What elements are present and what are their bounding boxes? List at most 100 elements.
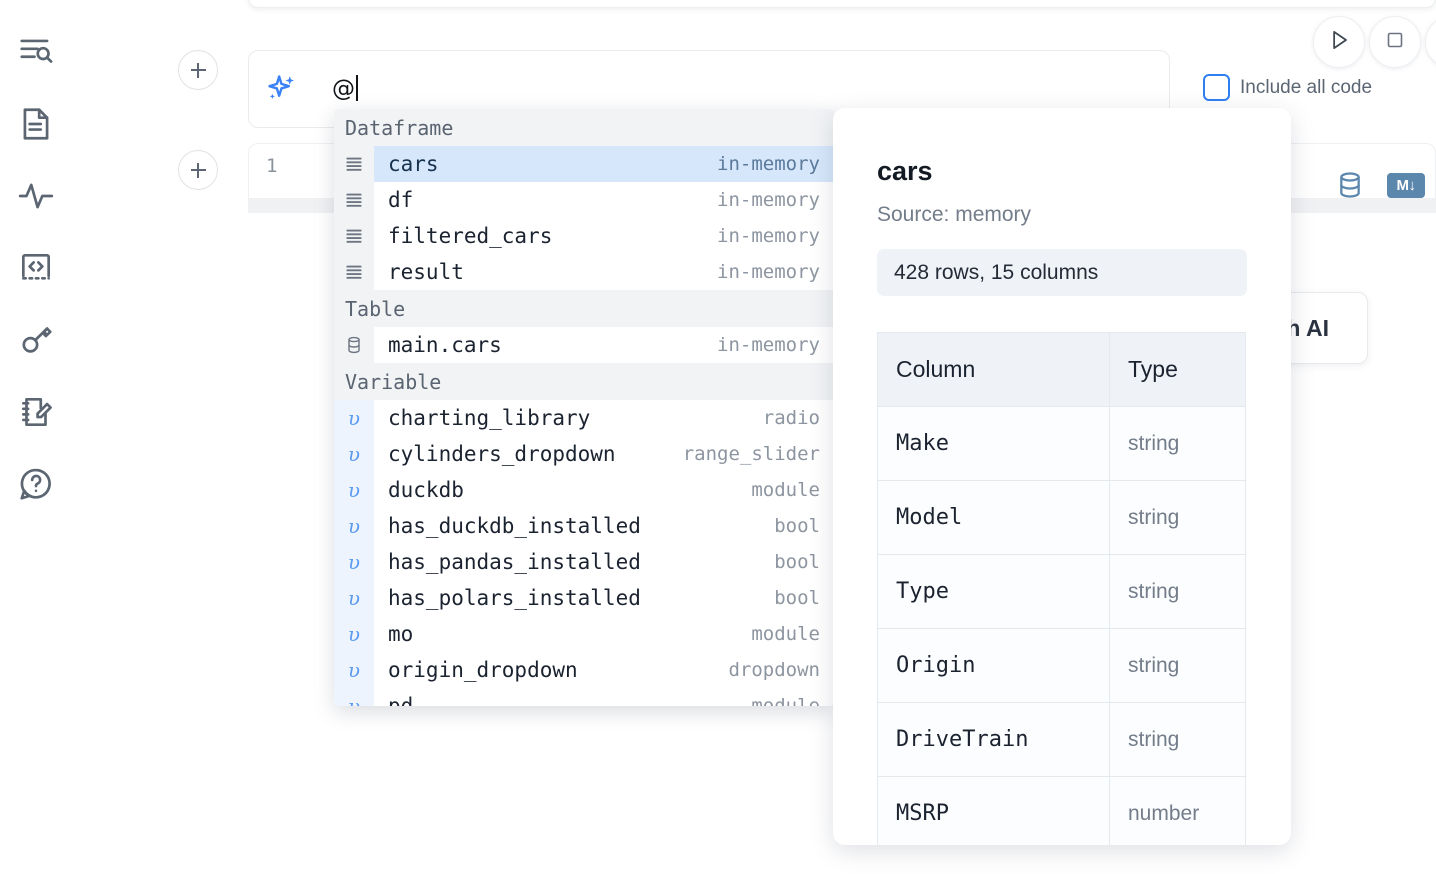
sidebar-item-secrets[interactable]: [0, 304, 72, 376]
autocomplete-item[interactable]: result in-memory: [334, 254, 834, 290]
schema-column-type: number: [1109, 776, 1246, 845]
include-all-code-checkbox[interactable]: [1203, 74, 1230, 101]
schema-column-name: Make: [877, 406, 1110, 481]
text-caret: [356, 75, 358, 101]
schema-column-name: DriveTrain: [877, 702, 1110, 777]
ai-prompt-input[interactable]: @: [332, 73, 358, 105]
dataframe-icon: [334, 254, 374, 290]
variable-icon: υ: [334, 400, 374, 436]
sidebar-item-activity[interactable]: [0, 160, 72, 232]
add-cell-above-button[interactable]: [178, 50, 218, 90]
variable-icon: υ: [334, 472, 374, 508]
autocomplete-item-type: range_slider: [682, 443, 820, 465]
autocomplete-item-name: pd: [388, 694, 414, 706]
dataframe-icon: [334, 146, 374, 182]
schema-column-name: Model: [877, 480, 1110, 555]
scratchpad-icon: [17, 393, 55, 431]
autocomplete-item-name: df: [388, 188, 414, 212]
sidebar-item-scratchpad[interactable]: [0, 376, 72, 448]
autocomplete-item-name: main.cars: [388, 333, 502, 357]
autocomplete-group-header: Variable: [334, 363, 834, 400]
previous-cell-panel: [248, 0, 1436, 8]
include-all-code-label: Include all code: [1240, 76, 1373, 98]
sidebar-item-code-snippets[interactable]: [0, 232, 72, 304]
add-cell-below-button[interactable]: [178, 150, 218, 190]
autocomplete-item-type: module: [751, 623, 820, 645]
code-snippet-icon: [17, 249, 55, 287]
markdown-badge-label: M↓: [1387, 172, 1425, 198]
autocomplete-item-type: radio: [762, 407, 820, 429]
autocomplete-item-name: charting_library: [388, 406, 591, 430]
variable-icon: υ: [334, 652, 374, 688]
autocomplete-item-name: cars: [388, 152, 439, 176]
file-explorer-icon: [17, 33, 55, 71]
schema-col-header-column: Column: [877, 332, 1110, 407]
schema-column-name: MSRP: [877, 776, 1110, 845]
sidebar: [0, 0, 72, 874]
autocomplete-item-name: has_pandas_installed: [388, 550, 641, 574]
autocomplete-item[interactable]: main.cars in-memory: [334, 327, 834, 363]
dataframe-icon: [334, 182, 374, 218]
schema-column-type: string: [1109, 406, 1246, 481]
autocomplete-item-type: in-memory: [717, 334, 820, 356]
autocomplete-item-type: in-memory: [717, 261, 820, 283]
line-number: 1: [266, 155, 278, 177]
notebook-icon: [17, 105, 55, 143]
detail-stats-badge: 428 rows, 15 columns: [877, 249, 1247, 296]
variable-icon: υ: [334, 616, 374, 652]
autocomplete-item-name: has_polars_installed: [388, 586, 641, 610]
generate-with-ai-label: h AI: [1286, 314, 1329, 341]
sidebar-item-help[interactable]: [0, 448, 72, 520]
variable-icon: υ: [334, 508, 374, 544]
activity-icon: [17, 177, 55, 215]
schema-column-name: Type: [877, 554, 1110, 629]
autocomplete-item-name: has_duckdb_installed: [388, 514, 641, 538]
sparkle-icon: [265, 72, 299, 106]
detail-source: Source: memory: [877, 203, 1032, 226]
sidebar-item-notebook[interactable]: [0, 88, 72, 160]
markdown-icon[interactable]: M↓: [1387, 172, 1425, 198]
autocomplete-item-name: result: [388, 260, 464, 284]
autocomplete-item[interactable]: cars in-memory: [334, 146, 834, 182]
schema-column-type: string: [1109, 702, 1246, 777]
stop-button[interactable]: [1369, 16, 1421, 68]
schema-column-name: Origin: [877, 628, 1110, 703]
autocomplete-item-type: module: [751, 479, 820, 501]
include-all-code-control[interactable]: Include all code: [1203, 74, 1372, 101]
schema-column-type: string: [1109, 554, 1246, 629]
autocomplete-item-name: filtered_cars: [388, 224, 553, 248]
more-actions-button[interactable]: [1425, 16, 1436, 68]
dataframe-detail-popup: cars Source: memory 428 rows, 15 columns…: [833, 108, 1291, 845]
sidebar-item-file-explorer[interactable]: [0, 16, 72, 88]
autocomplete-item-name: origin_dropdown: [388, 658, 578, 682]
autocomplete-item-type: in-memory: [717, 225, 820, 247]
variable-icon: υ: [334, 580, 374, 616]
autocomplete-item[interactable]: υ charting_library radio: [334, 400, 834, 436]
dataframe-icon: [334, 218, 374, 254]
autocomplete-item-type: in-memory: [717, 153, 820, 175]
autocomplete-item-type: bool: [774, 587, 820, 609]
autocomplete-item-type: bool: [774, 551, 820, 573]
autocomplete-item[interactable]: filtered_cars in-memory: [334, 218, 834, 254]
autocomplete-item[interactable]: υ has_polars_installed bool: [334, 580, 834, 616]
database-icon[interactable]: [1333, 168, 1367, 202]
run-button[interactable]: [1313, 16, 1365, 68]
autocomplete-item-name: duckdb: [388, 478, 464, 502]
stop-icon: [1383, 28, 1407, 57]
help-icon: [17, 465, 55, 503]
